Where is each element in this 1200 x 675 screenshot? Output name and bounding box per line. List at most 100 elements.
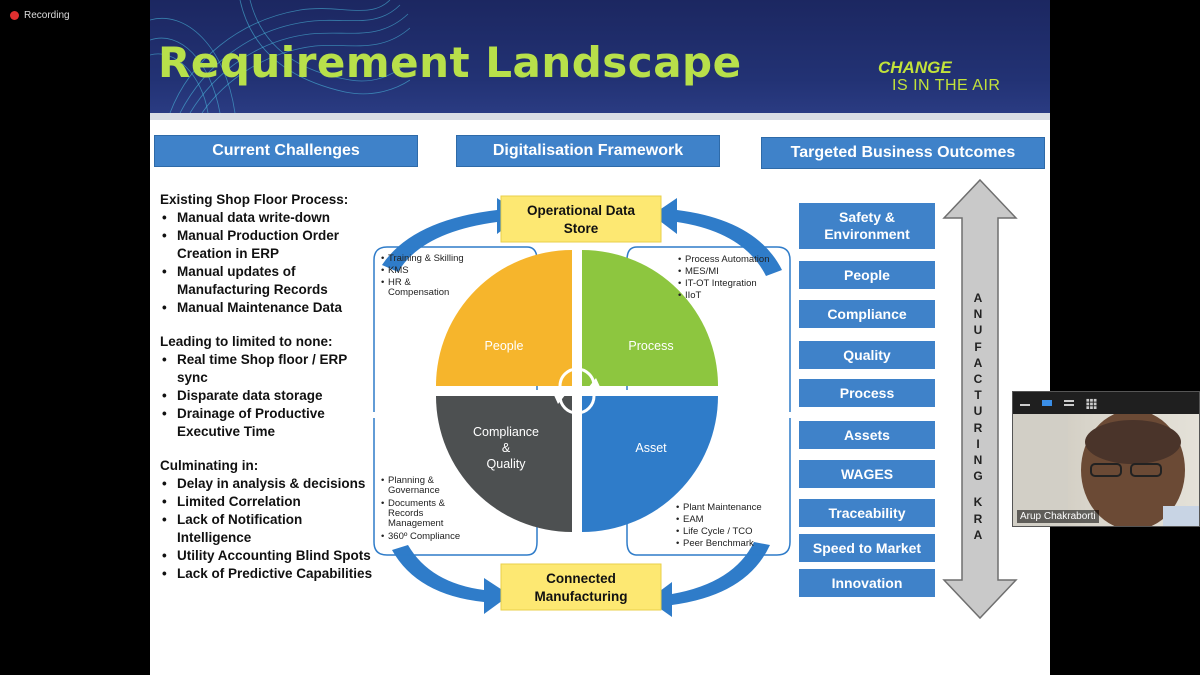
bullet-marker: • [381, 498, 384, 509]
header-digitalisation-framework: Digitalisation Framework [456, 135, 720, 167]
process-outline [626, 246, 791, 412]
participant-name: Arup Chakraborti [1017, 510, 1099, 523]
kra-letter: U [973, 323, 983, 338]
record-icon [10, 11, 19, 20]
asset-item: Life Cycle / TCO [683, 526, 753, 537]
ods-line2: Store [564, 221, 599, 236]
people-items: • Training & Skilling • KMS • HR & Compe… [381, 253, 464, 298]
kra-letter: R [973, 420, 983, 435]
asset-item: Plant Maintenance [683, 502, 762, 513]
speaker-view-icon[interactable] [1041, 399, 1053, 407]
process-item: IIoT [685, 290, 702, 301]
outcome-assets: Assets [799, 421, 935, 449]
header-current-challenges: Current Challenges [154, 135, 418, 167]
people-item: Compensation [388, 287, 449, 298]
kra-double-arrow [942, 178, 1018, 620]
quadrant-label-ampersand: & [502, 441, 511, 455]
bullet-marker: • [676, 538, 679, 549]
kra-letter: U [973, 404, 983, 419]
recording-label: Recording [24, 10, 70, 21]
kra-letter: C [973, 372, 983, 387]
outcome-process: Process [799, 379, 935, 407]
participant-video-tile[interactable]: Arup Chakraborti [1012, 391, 1200, 527]
video-feed: Arup Chakraborti [1013, 414, 1199, 526]
process-item: IT-OT Integration [685, 278, 757, 289]
gallery-view-icon[interactable] [1085, 398, 1097, 409]
minimize-icon[interactable] [1019, 399, 1031, 407]
challenges-list: Existing Shop Floor Process: Manual data… [160, 191, 375, 599]
bullet-marker: • [381, 475, 384, 486]
quadrant-label-process: Process [628, 339, 673, 353]
slide-banner: Requirement Landscape CHANGE IS IN THE A… [150, 0, 1050, 113]
slide-title: Requirement Landscape [158, 38, 742, 87]
compliance-item: Records [388, 508, 424, 519]
bullet-marker: • [676, 502, 679, 513]
asset-item: Peer Benchmark [683, 538, 754, 549]
kra-letter: K [973, 495, 983, 510]
arrow-top-right [652, 198, 782, 276]
compliance-item: Governance [388, 485, 440, 496]
challenge-item: Limited Correlation [160, 493, 375, 511]
outcome-innovation: Innovation [799, 569, 935, 597]
outcome-label: Environment [824, 226, 910, 242]
kra-letter: G [973, 469, 983, 484]
challenge-item: Real time Shop floor / ERP sync [160, 351, 375, 387]
challenge-item: Drainage of Productive Executive Time [160, 405, 375, 441]
challenge-item: Utility Accounting Blind Spots [160, 547, 375, 565]
ods-line1: Operational Data [527, 203, 636, 218]
compliance-outline [373, 418, 538, 556]
compliance-item: 360º Compliance [388, 531, 460, 542]
outcome-wages: WAGES [799, 460, 935, 488]
people-item: KMS [388, 265, 409, 276]
outcome-compliance: Compliance [799, 300, 935, 328]
bullet-marker: • [381, 253, 384, 264]
challenge-heading: Culminating in: [160, 458, 259, 473]
connected-manufacturing-box [500, 563, 662, 611]
outcome-label: Safety & [838, 209, 896, 225]
kra-letter: N [973, 453, 983, 468]
challenge-item: Manual Production Order Creation in ERP [160, 227, 375, 263]
kra-letter: T [974, 388, 982, 403]
framework-diagram: People Process Compliance & Quality Asse… [373, 195, 791, 617]
asset-outline [626, 418, 791, 556]
bullet-marker: • [381, 277, 384, 288]
swirl-graphic [150, 0, 410, 113]
outcome-people: People [799, 261, 935, 289]
challenge-item: Lack of Notification Intelligence [160, 511, 375, 547]
people-item: Training & Skilling [388, 253, 464, 264]
kra-letter: F [974, 339, 982, 354]
arrow-bottom-right [648, 542, 770, 617]
outcome-speed-to-market: Speed to Market [799, 534, 935, 562]
people-item: HR & [388, 277, 411, 288]
outcome-quality: Quality [799, 341, 935, 369]
quadrant-people [436, 250, 572, 386]
quadrant-label-quality: Quality [487, 457, 527, 471]
quadrant-label-people: People [485, 339, 524, 353]
challenge-group: Delay in analysis & decisions Limited Co… [160, 475, 375, 583]
bullet-marker: • [678, 254, 681, 265]
kra-letter: N [973, 307, 983, 322]
compliance-item: Management [388, 518, 444, 529]
strip-view-icon[interactable] [1063, 399, 1075, 407]
kra-letter: A [973, 355, 983, 370]
participant-avatar [1013, 414, 1199, 526]
cm-line2: Manufacturing [535, 589, 628, 604]
header-targeted-outcomes: Targeted Business Outcomes [761, 137, 1045, 169]
process-item: MES/MI [685, 266, 719, 277]
logo-change: CHANGE [878, 58, 952, 77]
kra-letter: I [976, 436, 980, 451]
kra-letter: A [973, 291, 983, 305]
operational-data-store-box [500, 195, 662, 243]
asset-items: • Plant Maintenance • EAM • Life Cycle /… [676, 502, 762, 549]
bullet-marker: • [381, 265, 384, 276]
challenge-group: Manual data write-down Manual Production… [160, 209, 375, 317]
bullet-marker: • [676, 514, 679, 525]
bullet-marker: • [678, 278, 681, 289]
bullet-marker: • [678, 266, 681, 277]
challenge-item: Manual updates of Manufacturing Records [160, 263, 375, 299]
cycle-icon [558, 367, 596, 415]
challenge-heading: Leading to limited to none: [160, 334, 333, 349]
challenge-item: Disparate data storage [160, 387, 375, 405]
challenge-item: Lack of Predictive Capabilities [160, 565, 375, 583]
